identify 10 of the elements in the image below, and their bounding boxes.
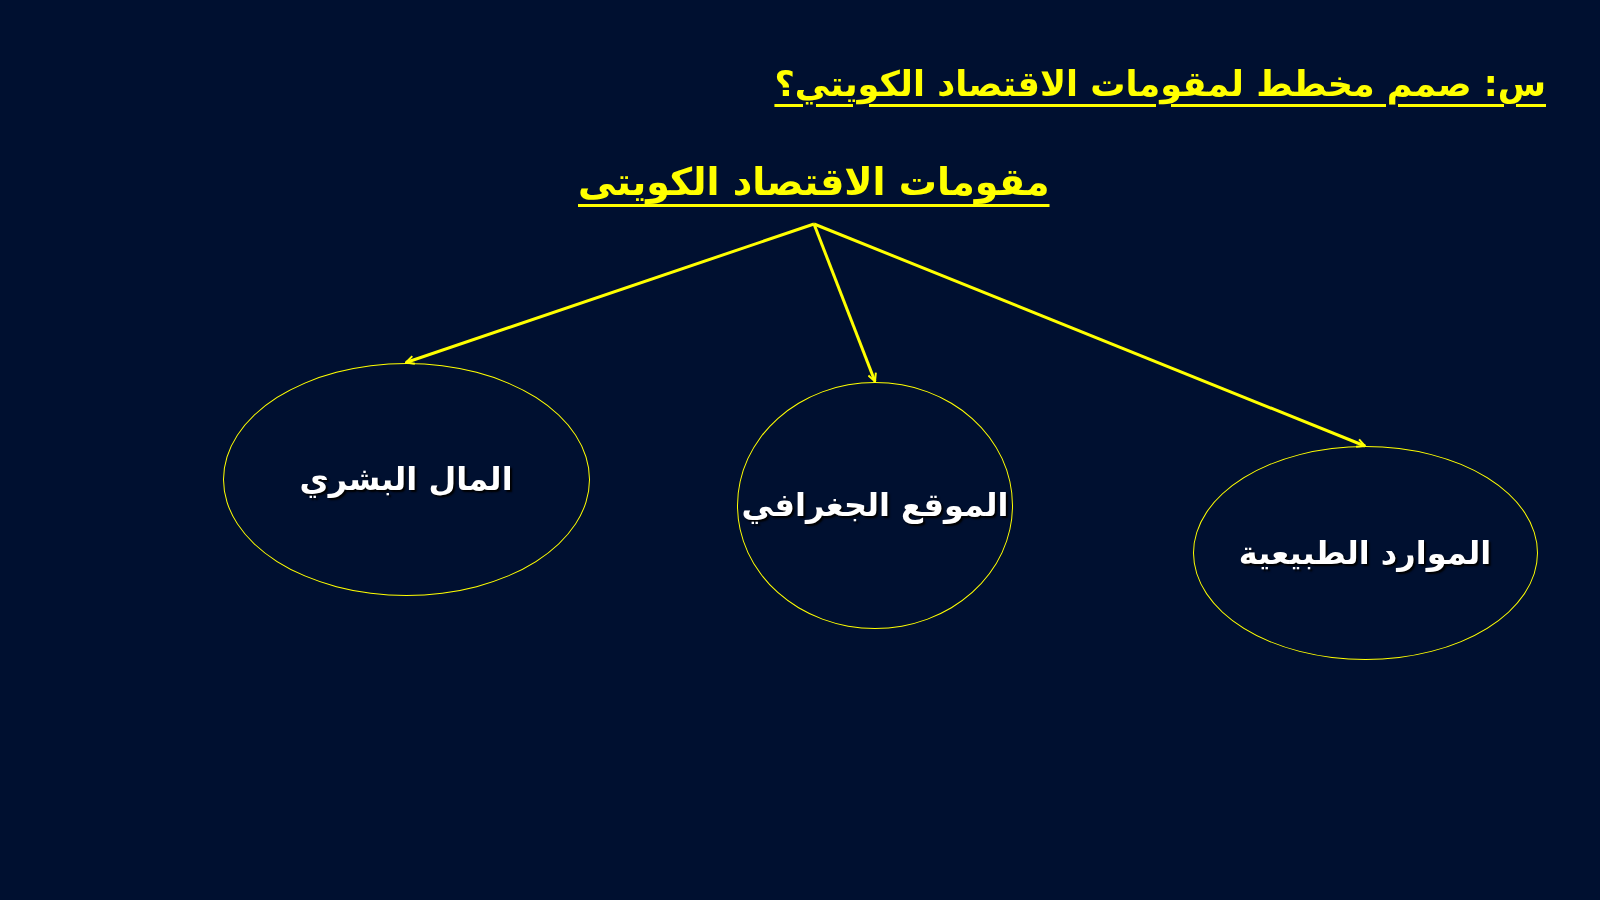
question-heading: س: صمم مخطط لمقومات الاقتصاد الكويتي؟ bbox=[774, 64, 1546, 104]
arrow bbox=[813, 222, 1366, 448]
node-label: المال البشري bbox=[299, 460, 513, 498]
node-label: الموارد الطبيعية bbox=[1238, 534, 1492, 572]
ellipse-node bbox=[737, 381, 1013, 629]
ellipse-node bbox=[222, 362, 590, 596]
node-label: الموقع الجغرافي bbox=[741, 486, 1009, 524]
arrow bbox=[812, 223, 877, 383]
arrow bbox=[405, 222, 815, 365]
heading-text: مقومات الاقتصاد الكويتى bbox=[578, 156, 1050, 208]
